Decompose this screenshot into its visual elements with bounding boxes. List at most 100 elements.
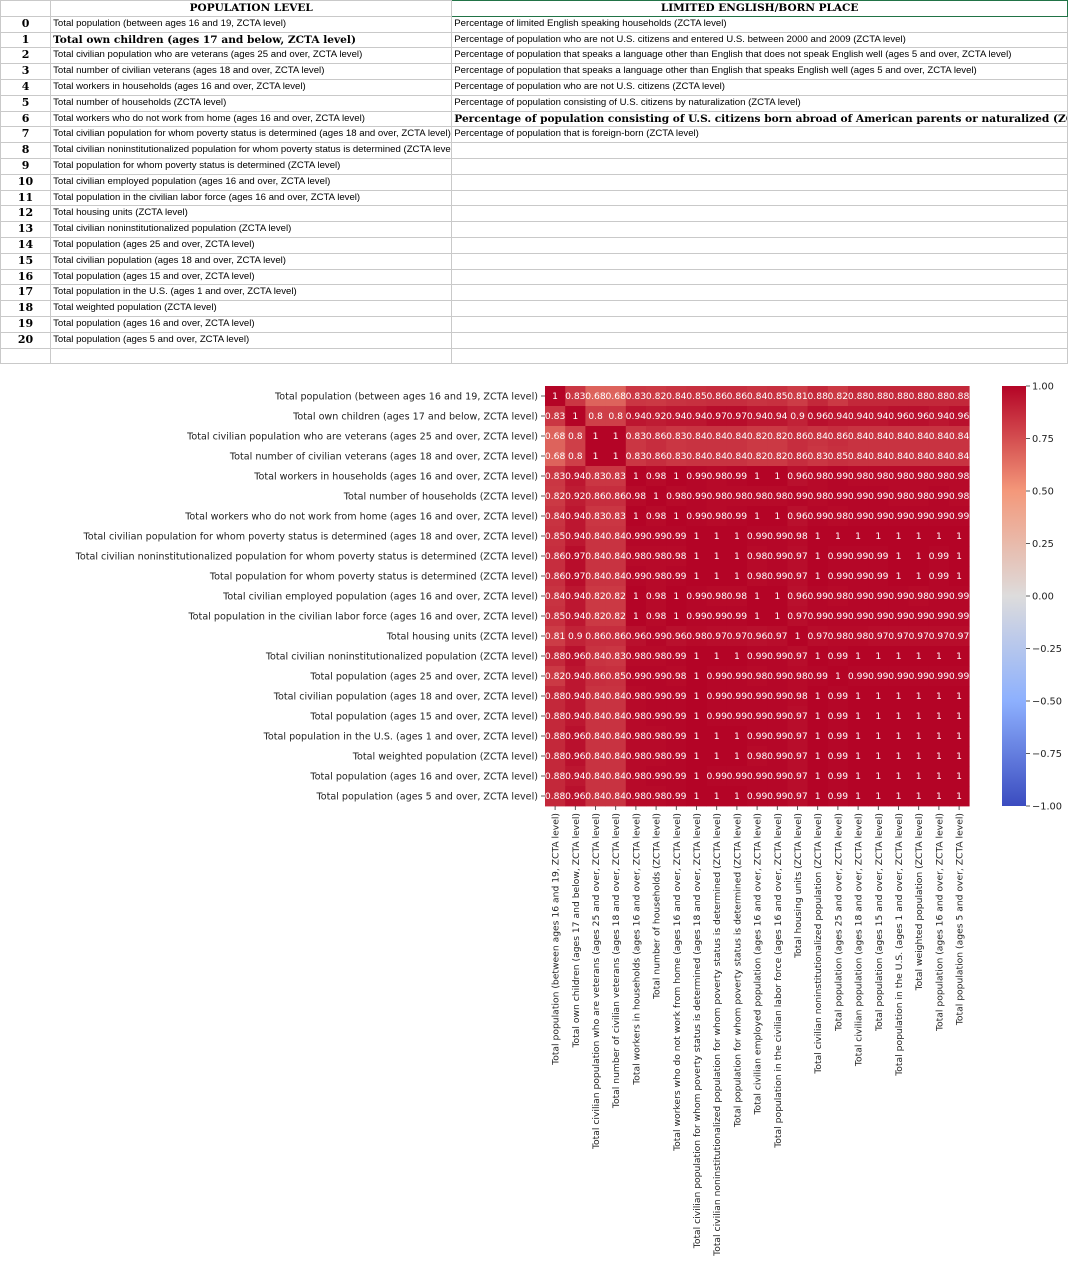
population-level-cell[interactable]: Total population (ages 16 and over, ZCTA…	[50, 315, 453, 333]
population-level-cell[interactable]: Total workers in households (ages 16 and…	[50, 78, 453, 96]
population-level-cell[interactable]: Total population in the civilian labor f…	[50, 189, 453, 207]
row-index-cell[interactable]: 2	[0, 47, 52, 65]
limited-english-cell[interactable]	[451, 221, 1068, 238]
cell-value-label: 0.84	[727, 431, 748, 442]
row-index-cell[interactable]: 11	[0, 189, 52, 207]
heatmap-cell	[868, 746, 889, 767]
limited-english-cell[interactable]	[451, 173, 1068, 191]
row-index-cell[interactable]: 20	[0, 331, 52, 349]
limited-english-cell[interactable]	[451, 142, 1068, 159]
population-level-cell[interactable]: Total workers who do not work from home …	[50, 110, 453, 128]
cell-value-label: 1	[552, 391, 558, 402]
population-level-cell[interactable]: Total population (between ages 16 and 19…	[50, 15, 453, 33]
row-index-cell[interactable]: 3	[0, 63, 52, 80]
heatmap-cell	[848, 646, 869, 667]
row-index-cell[interactable]: 15	[0, 252, 52, 270]
population-level-cell[interactable]: Total number of civilian veterans (ages …	[50, 63, 453, 80]
limited-english-cell[interactable]: Percentage of population that speaks a l…	[451, 47, 1068, 65]
limited-english-cell[interactable]	[451, 331, 1068, 349]
cell-value-label: 1	[916, 751, 922, 762]
limited-english-cell[interactable]	[451, 157, 1068, 175]
population-level-cell[interactable]: Total number of households (ZCTA level)	[50, 94, 453, 112]
row-index-cell[interactable]: 17	[0, 284, 52, 302]
heatmap-cell	[807, 546, 829, 567]
row-index-cell[interactable]: 7	[0, 126, 52, 144]
population-level-cell[interactable]: Total population (ages 25 and over, ZCTA…	[50, 236, 453, 254]
heatmap-cell	[625, 586, 647, 607]
heatmap-cell	[827, 686, 849, 707]
limited-english-cell[interactable]: Percentage of population that speaks a l…	[451, 63, 1068, 80]
population-level-cell[interactable]: Total population (ages 5 and over, ZCTA …	[50, 331, 453, 349]
cell-value-label: 0.99	[747, 711, 768, 722]
heatmap-cell	[767, 486, 788, 507]
heatmap-cell	[848, 406, 869, 427]
limited-english-cell[interactable]	[451, 315, 1068, 333]
empty-cell[interactable]	[50, 347, 453, 365]
limited-english-cell[interactable]: Percentage of population consisting of U…	[451, 110, 1068, 128]
population-level-cell[interactable]: Total own children (ages 17 and below, Z…	[50, 31, 453, 49]
population-level-cell[interactable]: Total civilian population who are vetera…	[50, 47, 453, 65]
header-cell-index[interactable]	[0, 0, 52, 17]
cell-value-label: 1	[936, 751, 942, 762]
population-level-cell[interactable]: Total civilian population (ages 18 and o…	[50, 252, 453, 270]
population-level-cell[interactable]: Total population in the U.S. (ages 1 and…	[50, 284, 453, 302]
limited-english-cell[interactable]: Percentage of population who are not U.S…	[451, 78, 1068, 96]
heatmap-cell	[605, 546, 627, 567]
header-cell-limited-english[interactable]: LIMITED ENGLISH/BORN PLACE	[451, 0, 1068, 17]
heatmap-cell	[726, 586, 748, 607]
population-level-cell[interactable]: Total population (ages 15 and over, ZCTA…	[50, 268, 453, 286]
row-index-cell[interactable]: 10	[0, 173, 52, 191]
heatmap-cell	[686, 426, 707, 447]
row-index-cell[interactable]: 8	[0, 142, 52, 159]
limited-english-cell[interactable]: Percentage of population consisting of U…	[451, 94, 1068, 112]
population-level-cell[interactable]: Total weighted population (ZCTA level)	[50, 300, 453, 317]
cell-value-label: 0.99	[686, 471, 707, 482]
row-index-cell[interactable]: 19	[0, 315, 52, 333]
x-tick-label: Total number of households (ZCTA level)	[652, 813, 663, 1000]
row-index-cell[interactable]: 0	[0, 15, 52, 33]
cell-value-label: 0.99	[727, 671, 748, 682]
row-index-cell[interactable]: 18	[0, 300, 52, 317]
population-level-cell[interactable]: Total civilian noninstitutionalized popu…	[50, 142, 453, 159]
x-tick-label: Total civilian population for whom pover…	[692, 813, 703, 1249]
population-level-cell[interactable]: Total civilian employed population (ages…	[50, 173, 453, 191]
limited-english-cell[interactable]	[451, 268, 1068, 286]
limited-english-cell[interactable]	[451, 236, 1068, 254]
population-level-cell[interactable]: Total civilian noninstitutionalized popu…	[50, 221, 453, 238]
limited-english-cell[interactable]	[451, 300, 1068, 317]
row-index-cell[interactable]: 1	[0, 31, 52, 49]
row-index-cell[interactable]: 6	[0, 110, 52, 128]
row-index-cell[interactable]: 12	[0, 205, 52, 223]
row-index-cell[interactable]: 5	[0, 94, 52, 112]
cell-value-label: 1	[734, 651, 740, 662]
row-index-cell[interactable]: 4	[0, 78, 52, 96]
empty-cell[interactable]	[451, 347, 1068, 365]
limited-english-cell[interactable]	[451, 252, 1068, 270]
cell-value-label: 0.99	[646, 771, 667, 782]
cell-value-label: 0.99	[646, 671, 667, 682]
limited-english-cell[interactable]: Percentage of limited English speaking h…	[451, 15, 1068, 33]
limited-english-cell[interactable]: Percentage of population who are not U.S…	[451, 31, 1068, 49]
header-row: POPULATION LEVEL LIMITED ENGLISH/BORN PL…	[0, 0, 1068, 17]
limited-english-cell[interactable]	[451, 205, 1068, 223]
heatmap-cell	[949, 706, 970, 727]
heatmap-cell	[625, 606, 647, 627]
heatmap-cell	[868, 526, 889, 547]
limited-english-cell[interactable]	[451, 284, 1068, 302]
population-level-cell[interactable]: Total population for whom poverty status…	[50, 157, 453, 175]
empty-cell[interactable]	[0, 347, 52, 365]
cell-value-label: 0.98	[646, 731, 667, 742]
row-index-cell[interactable]: 16	[0, 268, 52, 286]
heatmap-cell	[565, 606, 586, 627]
cell-value-label: 0.82	[605, 611, 625, 622]
header-cell-population-level[interactable]: POPULATION LEVEL	[50, 0, 453, 17]
limited-english-cell[interactable]: Percentage of population that is foreign…	[451, 126, 1068, 144]
population-level-cell[interactable]: Total civilian population for whom pover…	[50, 126, 453, 144]
row-index-cell[interactable]: 9	[0, 157, 52, 175]
heatmap-cell	[545, 706, 566, 727]
row-index-cell[interactable]: 14	[0, 236, 52, 254]
limited-english-cell[interactable]	[451, 189, 1068, 207]
population-level-cell[interactable]: Total housing units (ZCTA level)	[50, 205, 453, 223]
heatmap-cell	[848, 466, 869, 487]
row-index-cell[interactable]: 13	[0, 221, 52, 238]
